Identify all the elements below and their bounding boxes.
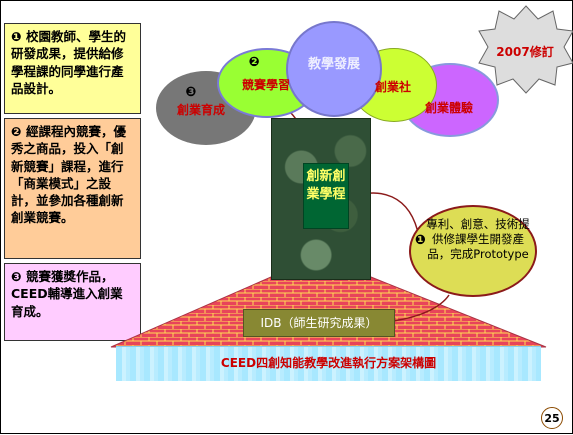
note-text-1: 校園教師、學生的研發成果，提供給修學程課的同學進行產品設計。 xyxy=(11,29,126,96)
base-banner-title: CEED四創知能教學改進執行方案架構圖 xyxy=(220,356,437,370)
circle-development xyxy=(286,21,382,117)
starburst-badge xyxy=(478,5,573,94)
arrow-idb-to-ellipse xyxy=(392,294,450,322)
note-text-2: 經課程內競賽，優秀之商品，投入「創新競賽」課程，進行「商業模式」之設計，並參加各… xyxy=(11,124,126,226)
ellipse-text: 專利、創意、技術提供修課學生開發產品，完成Prototype xyxy=(426,217,530,261)
bullet-1: ❶ xyxy=(11,29,22,44)
circle-incubation-label: 創業育成 xyxy=(176,103,225,117)
note-box-2: ❷ 經課程內競賽，優秀之商品，投入「創新競賽」課程，進行「商業模式」之設計，並參… xyxy=(4,118,141,259)
note-text-3: 競賽獲獎作品，CEED輔導進入創業育成。 xyxy=(11,269,123,319)
circle-club-label: 創業社 xyxy=(374,80,411,94)
circle-experience-label: 創業體驗 xyxy=(424,101,473,115)
note-box-1: ❶ 校園教師、學生的研發成果，提供給修學程課的同學進行產品設計。 xyxy=(4,23,141,114)
base-banner xyxy=(116,346,541,381)
circle-incubation-num: ❸ xyxy=(185,85,197,100)
trunk-label: 創新創業學程 xyxy=(303,163,349,229)
ellipse-bullet: ❶ xyxy=(415,233,427,248)
bullet-3: ❸ xyxy=(11,269,22,284)
bullet-2: ❷ xyxy=(11,124,22,139)
idb-box: IDB（師生研究成果） xyxy=(243,309,395,337)
patent-ellipse xyxy=(409,205,537,297)
page-number: 25 xyxy=(541,407,563,429)
revision-badge-label: 2007修訂 xyxy=(496,45,554,59)
circle-competition-label: 競賽學習 xyxy=(241,78,290,92)
circle-competition-num: ❷ xyxy=(248,55,260,70)
circle-development-label: 教學發展 xyxy=(307,57,360,72)
note-box-3: ❸ 競賽獲獎作品，CEED輔導進入創業育成。 xyxy=(4,263,141,341)
